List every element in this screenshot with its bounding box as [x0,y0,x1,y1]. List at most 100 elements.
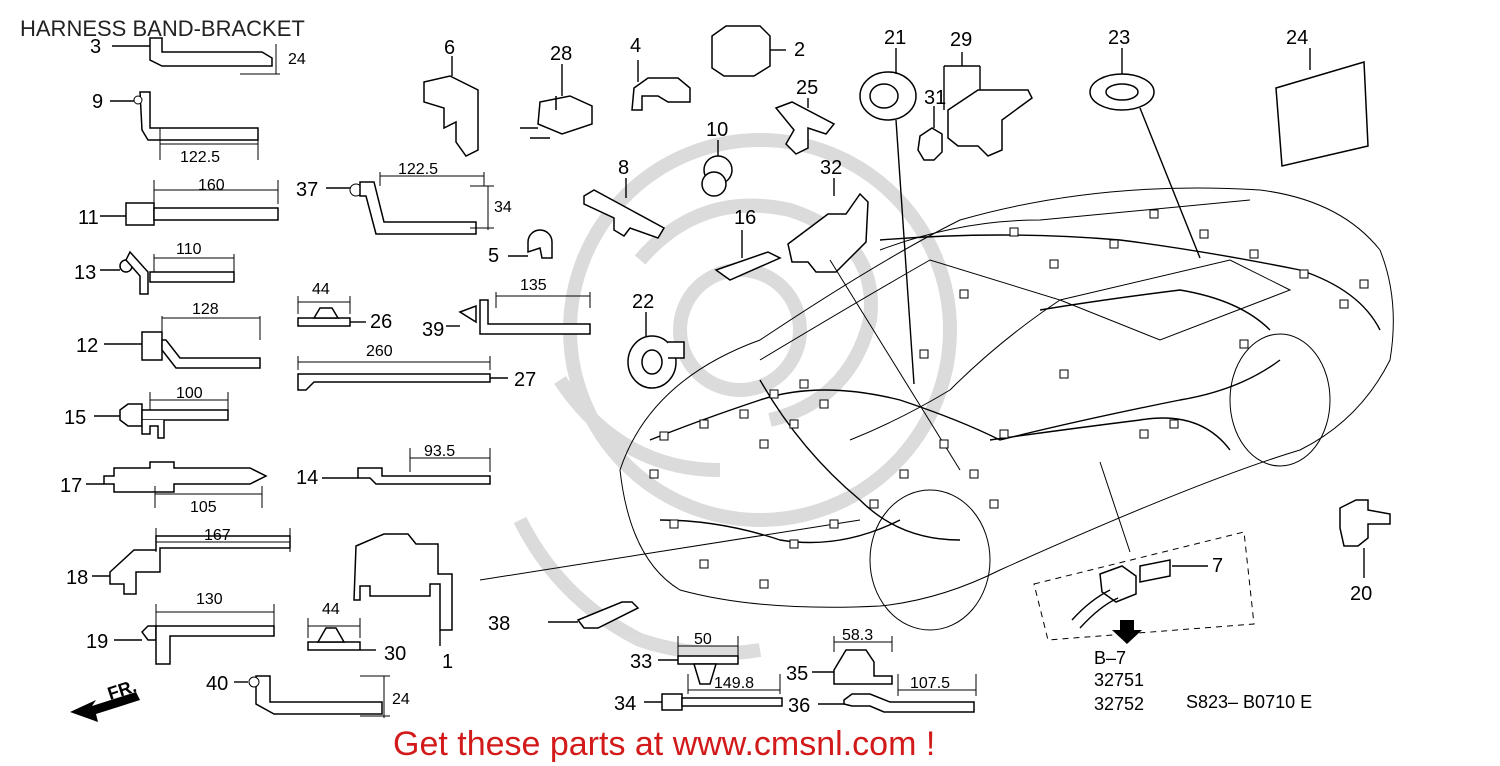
dim-14: 93.5 [424,443,455,460]
part-18: 18 167 [66,527,291,595]
part-36: 36 107.5 [788,674,977,717]
part-15: 15 100 [64,385,229,439]
part-20: 20 [1339,499,1391,605]
callout-2: 2 [794,39,805,61]
callout-1: 1 [442,651,453,673]
part-35: 35 58.3 [786,627,893,685]
callout-29: 29 [950,29,972,51]
ref-code-2: 32752 [1094,694,1144,714]
part-23: 23 [1089,27,1201,259]
dim-30: 44 [322,601,340,618]
dim-34: 149.8 [714,675,754,692]
dim-33: 50 [694,631,712,648]
part-34: 34 149.8 [614,674,783,715]
callout-33: 33 [630,651,652,673]
callout-5: 5 [488,245,499,267]
part-27: 27 260 [297,343,536,391]
part-24: 24 [1275,27,1369,167]
part-14: 14 93.5 [296,443,491,489]
part-30: 30 44 [307,601,406,665]
footer-cta: Get these parts at www.cmsnl.com ! [393,725,935,763]
part-28: 28 [520,43,593,139]
dim-39: 135 [520,277,547,294]
callout-11: 11 [78,207,99,229]
callout-13: 13 [74,262,96,284]
part-13: 13 110 [74,241,235,295]
part-5: 5 [488,229,553,267]
dim-17: 105 [190,499,217,516]
part-22: 22 [627,291,685,389]
callout-25: 25 [796,77,818,99]
part-37: 37 122.5 34 [296,161,512,235]
dim-19: 130 [196,591,223,608]
dim-27: 260 [366,343,393,360]
part-33: 33 50 [630,631,739,685]
front-direction-arrow: FR. [70,676,140,722]
dim-37-height: 34 [494,199,512,216]
diagram-code: S823– B0710 E [1186,692,1312,712]
part-17: 17 105 [60,461,268,516]
part-38: 38 [488,601,640,635]
callout-32: 32 [820,157,842,179]
callout-9: 9 [92,91,103,113]
dim-36: 107.5 [910,675,950,692]
callout-10: 10 [706,119,728,141]
ref-code-1: 32751 [1094,670,1144,690]
dim-35: 58.3 [842,627,873,644]
harness-connectors [649,209,1369,589]
dim-15: 100 [176,385,203,402]
page-title: HARNESS BAND-BRACKET [20,16,305,41]
callout-37: 37 [296,179,318,201]
callout-6: 6 [444,37,455,59]
callout-20: 20 [1350,583,1372,605]
part-40: 40 24 [206,673,410,718]
part-12: 12 128 [76,301,261,369]
part-26: 26 44 [297,281,392,333]
callout-4: 4 [630,35,641,57]
part-4: 4 [630,35,691,111]
part-39: 39 135 [422,277,591,341]
callout-23: 23 [1108,27,1130,49]
dim-26: 44 [312,281,330,298]
callout-38: 38 [488,613,510,635]
part-1: 1 [353,533,453,673]
dim-13: 110 [176,241,202,258]
callout-14: 14 [296,467,318,489]
callout-21: 21 [884,27,906,49]
dim-12: 128 [192,301,219,318]
reference-codes: B–7 32751 32752 S823– B0710 E [1094,648,1312,714]
part-8: 8 [583,157,666,239]
part-7-detail: 7 [1033,461,1255,644]
callout-3: 3 [90,36,101,58]
callout-7: 7 [1212,555,1223,577]
part-11: 11 160 [78,177,279,229]
dim-18: 167 [204,527,231,544]
part-29: 29 [943,29,1033,157]
part-3: 3 24 [90,36,306,75]
part-21: 21 [859,27,917,385]
vehicle-harness-layout [479,187,1394,631]
callout-39: 39 [422,319,444,341]
callout-31: 31 [924,87,946,109]
part-16: 16 [714,207,782,281]
part-2: 2 [711,25,805,77]
callout-34: 34 [614,693,636,715]
dim-9: 122.5 [180,149,220,166]
part-31: 31 [917,87,946,161]
callout-22: 22 [632,291,654,313]
callout-24: 24 [1286,27,1308,49]
callout-8: 8 [618,157,629,179]
dim-3: 24 [288,51,306,68]
callout-35: 35 [786,663,808,685]
callout-18: 18 [66,567,88,589]
callout-19: 19 [86,631,108,653]
callout-27: 27 [514,369,536,391]
dim-37-width: 122.5 [398,161,438,178]
part-6: 6 [423,37,479,157]
part-9: 9 122.5 [92,91,259,166]
callout-16: 16 [734,207,756,229]
part-10: 10 [701,119,733,197]
part-25: 25 [774,77,836,155]
ref-b7: B–7 [1094,648,1126,668]
